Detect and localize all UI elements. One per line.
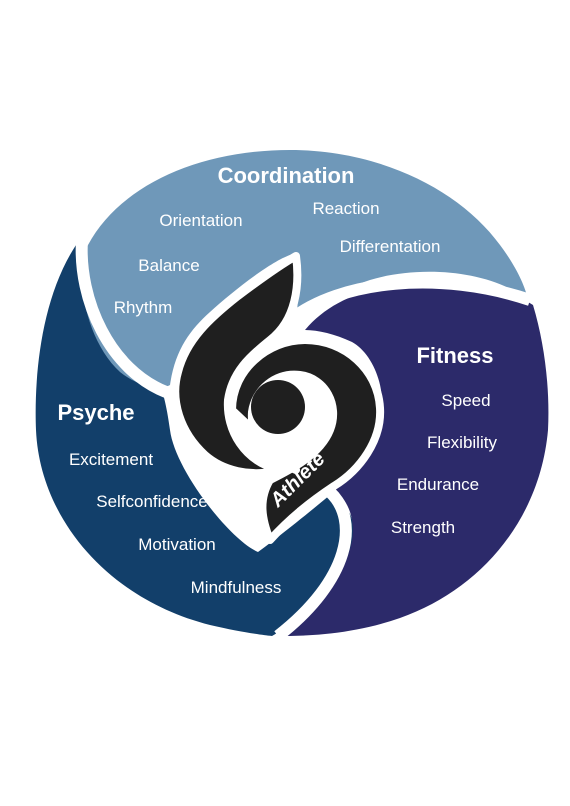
- fitness-title: Fitness: [416, 343, 493, 368]
- fitness-segment: [282, 284, 549, 636]
- coordination-item-rhythm: Rhythm: [114, 298, 173, 317]
- psyche-title: Psyche: [57, 400, 134, 425]
- center-disc: [251, 380, 305, 434]
- psyche-item-selfconfidence: Selfconfidence: [96, 492, 208, 511]
- coordination-item-balance: Balance: [138, 256, 199, 275]
- segment-dividers: [75, 239, 532, 641]
- fitness-item-flexibility: Flexibility: [427, 433, 497, 452]
- coordination-segment: [82, 150, 528, 388]
- fitness-item-speed: Speed: [441, 391, 490, 410]
- psyche-item-mindfulness: Mindfulness: [191, 578, 282, 597]
- psyche-segment: [35, 245, 355, 636]
- coordination-item-reaction: Reaction: [312, 199, 379, 218]
- coordination-item-differentation: Differentation: [340, 237, 441, 256]
- fitness-item-strength: Strength: [391, 518, 455, 537]
- psyche-item-motivation: Motivation: [138, 535, 215, 554]
- coordination-title: Coordination: [218, 163, 355, 188]
- fitness-item-endurance: Endurance: [397, 475, 479, 494]
- psyche-item-excitement: Excitement: [69, 450, 153, 469]
- coordination-item-orientation: Orientation: [159, 211, 242, 230]
